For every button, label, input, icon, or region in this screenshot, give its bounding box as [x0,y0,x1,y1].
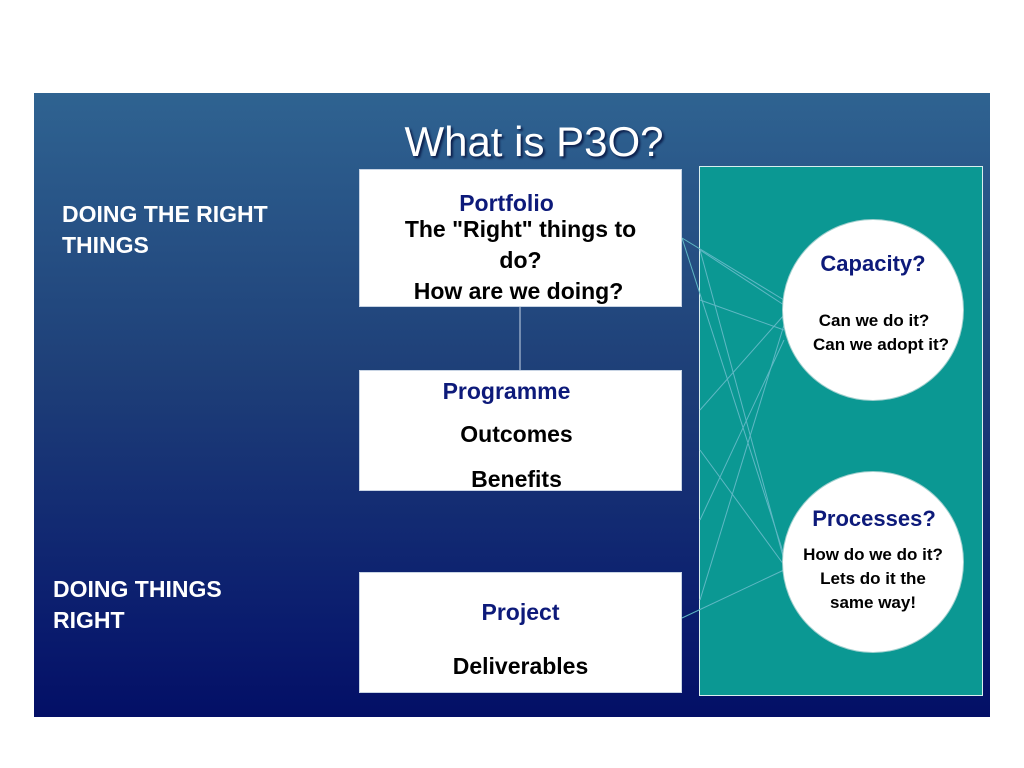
connector-portfolio-capacity [681,237,785,301]
doing-things-right-label: DOING THINGS RIGHT [53,574,222,636]
slide-title: What is P3O? [404,118,664,165]
connector-cross-1 [699,299,785,331]
project-heading: Project [481,599,560,625]
label-line: THINGS [62,232,149,258]
capacity-line-1: Can we do it? [818,311,930,330]
label-line: RIGHT [53,607,125,633]
capacity-line-2: Can we adopt it? [813,335,949,354]
connector-project-processes [681,569,785,619]
capacity-circle: Capacity? Can we do it? Can we adopt it? [782,219,964,401]
capacity-heading: Capacity? [820,251,926,276]
connector-programme-capacity [699,314,785,411]
connector-programme-processes [699,449,785,566]
portfolio-line-3: How are we doing? [413,278,624,304]
doing-right-things-label: DOING THE RIGHT THINGS [62,199,268,261]
label-line: DOING THINGS [53,576,222,602]
processes-line-1: How do we do it? [803,545,943,564]
programme-line-2: Benefits [471,466,562,492]
processes-line-3: same way! [830,593,916,612]
portfolio-line-1: The "Right" things to [404,216,637,242]
connector-cross-2 [699,339,785,521]
processes-heading: Processes? [812,506,936,531]
processes-line-2: Lets do it the [820,569,926,588]
programme-heading: Programme [442,378,571,404]
portfolio-box: Portfolio The "Right" things to do? How … [359,169,682,307]
programme-box: Programme Outcomes Benefits [359,370,682,492]
connector-portfolio-side-processes [699,249,785,561]
portfolio-line-2: do? [499,247,542,273]
portfolio-heading: Portfolio [459,190,554,216]
programme-line-1: Outcomes [460,421,573,447]
project-line-1: Deliverables [452,653,589,679]
processes-circle: Processes? How do we do it? Lets do it t… [782,471,964,653]
connector-portfolio-side-capacity [699,249,785,306]
project-box: Project Deliverables [359,572,682,693]
connector-portfolio-processes [681,237,785,556]
label-line: DOING THE RIGHT [62,201,268,227]
